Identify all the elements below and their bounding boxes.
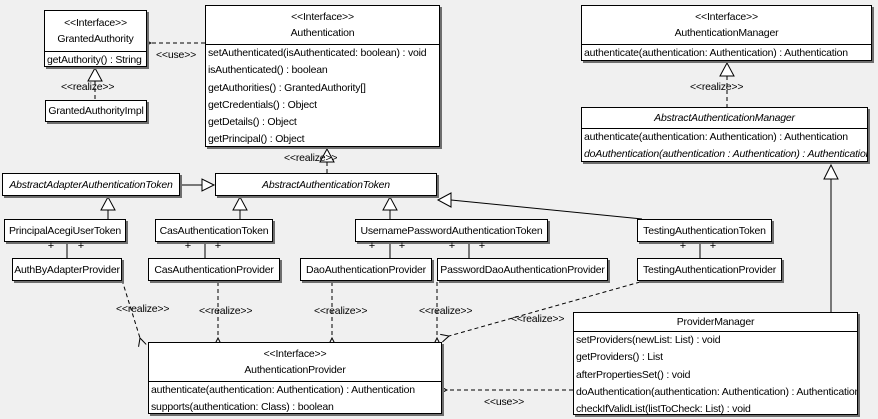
stereotype-label: <<Interface>> bbox=[695, 10, 758, 23]
realize-label: <<realize>> bbox=[314, 305, 368, 317]
class-name: PasswordDaoAuthenticationProvider bbox=[440, 263, 605, 276]
class-name: ProviderManager bbox=[676, 316, 755, 328]
association-end-marker: + bbox=[77, 240, 85, 252]
method-label: getAuthorities() : GrantedAuthority[] bbox=[208, 81, 366, 94]
class-name: TestingAuthenticationProvider bbox=[642, 263, 777, 276]
method-label: doAuthentication(authentication : Authen… bbox=[584, 148, 867, 161]
class-name: CasAuthenticationProvider bbox=[154, 263, 274, 276]
class-name: AbstractAuthenticationManager bbox=[654, 112, 795, 124]
association-end-marker: + bbox=[214, 240, 222, 252]
method-label: getProviders() : List bbox=[576, 351, 663, 364]
association-end-marker: + bbox=[398, 240, 406, 252]
use-label: <<use>> bbox=[484, 396, 525, 408]
class-auth-by-adapter-provider[interactable]: AuthByAdapterProvider bbox=[12, 258, 122, 281]
realize-label: <<realize>> bbox=[61, 81, 115, 93]
class-authentication-provider[interactable]: <<Interface>> AuthenticationProvider aut… bbox=[148, 342, 442, 414]
association-end-marker: + bbox=[478, 240, 486, 252]
method-label: afterPropertiesSet() : void bbox=[576, 368, 691, 381]
realize-label: <<realize>> bbox=[511, 313, 565, 325]
class-testing-authentication-token[interactable]: TestingAuthenticationToken bbox=[637, 219, 772, 242]
association-end-marker: + bbox=[709, 240, 717, 252]
realize-label: <<realize>> bbox=[419, 305, 473, 317]
class-abstract-adapter-authentication-token[interactable]: AbstractAdapterAuthenticationToken bbox=[2, 173, 180, 196]
realize-label: <<realize>> bbox=[284, 152, 338, 164]
class-provider-manager[interactable]: ProviderManager setProviders(newList: Li… bbox=[573, 312, 858, 415]
class-name: AuthByAdapterProvider bbox=[14, 263, 120, 276]
method-label: authenticate(authentication: Authenticat… bbox=[151, 384, 415, 396]
method-label: doAuthentication(authentication: Authent… bbox=[576, 385, 857, 398]
association-end-marker: + bbox=[368, 240, 376, 252]
realize-label: <<realize>> bbox=[116, 303, 170, 315]
stereotype-label: <<Interface>> bbox=[263, 347, 327, 360]
class-dao-authentication-provider[interactable]: DaoAuthenticationProvider bbox=[300, 258, 432, 281]
method-label: getDetails() : Object bbox=[208, 116, 297, 129]
association-lines bbox=[66, 242, 701, 258]
class-name: TestingAuthenticationToken bbox=[643, 224, 766, 237]
class-password-dao-authentication-provider[interactable]: PasswordDaoAuthenticationProvider bbox=[437, 258, 608, 281]
method-label: setAuthenticated(isAuthenticated: boolea… bbox=[208, 47, 427, 59]
method-label: supports(authentication: Class) : boolea… bbox=[151, 401, 334, 414]
association-end-marker: + bbox=[448, 240, 456, 252]
class-name: UsernamePasswordAuthenticationToken bbox=[360, 224, 543, 237]
stereotype-label: <<Interface>> bbox=[64, 16, 127, 29]
association-end-marker: + bbox=[184, 240, 192, 252]
class-name: AuthenticationProvider bbox=[244, 363, 346, 376]
class-name: AbstractAuthenticationToken bbox=[262, 178, 390, 191]
class-cas-authentication-provider[interactable]: CasAuthenticationProvider bbox=[148, 258, 280, 281]
class-name: CasAuthenticationToken bbox=[159, 224, 269, 237]
class-authentication[interactable]: <<Interface>> Authentication setAuthenti… bbox=[205, 5, 440, 147]
generalization-adapter-token-to-abstract-token bbox=[181, 178, 216, 192]
generalization-testing-token bbox=[436, 192, 643, 220]
class-authentication-manager[interactable]: <<Interface>> AuthenticationManager auth… bbox=[581, 5, 872, 61]
stereotype-label: <<Interface>> bbox=[291, 10, 354, 23]
class-principal-acegi-user-token[interactable]: PrincipalAcegiUserToken bbox=[4, 219, 126, 242]
class-name: Authentication bbox=[290, 26, 355, 39]
method-label: authenticate(authentication: Authenticat… bbox=[584, 131, 848, 143]
class-granted-authority[interactable]: <<Interface>> GrantedAuthority getAuthor… bbox=[44, 10, 147, 67]
class-abstract-authentication-manager[interactable]: AbstractAuthenticationManager authentica… bbox=[581, 107, 868, 162]
method-label: isAuthenticated() : boolean bbox=[208, 64, 328, 77]
use-label: <<use>> bbox=[156, 49, 197, 61]
association-end-marker: + bbox=[47, 240, 55, 252]
method-label: checkIfValidList(listToCheck: List) : vo… bbox=[576, 403, 751, 415]
class-granted-authority-impl[interactable]: GrantedAuthorityImpl bbox=[45, 100, 147, 122]
class-testing-authentication-provider[interactable]: TestingAuthenticationProvider bbox=[637, 258, 782, 281]
method-label: authenticate(authentication: Authenticat… bbox=[584, 47, 848, 59]
realize-label: <<realize>> bbox=[199, 305, 253, 317]
method-label: setProviders(newList: List) : void bbox=[576, 334, 721, 346]
class-username-password-authentication-token[interactable]: UsernamePasswordAuthenticationToken bbox=[355, 219, 548, 242]
method-label: getCredentials() : Object bbox=[208, 98, 317, 111]
method-label: getAuthority() : String bbox=[47, 54, 142, 66]
generalization-cas-token bbox=[232, 195, 248, 219]
class-name: AbstractAdapterAuthenticationToken bbox=[9, 178, 173, 191]
method-label: getPrincipal() : Object bbox=[208, 133, 305, 146]
class-name: GrantedAuthority bbox=[57, 32, 134, 45]
association-end-marker: + bbox=[679, 240, 687, 252]
class-name: PrincipalAcegiUserToken bbox=[8, 224, 122, 237]
realize-label: <<realize>> bbox=[690, 81, 744, 93]
class-name: GrantedAuthorityImpl bbox=[48, 105, 144, 117]
class-cas-authentication-token[interactable]: CasAuthenticationToken bbox=[155, 219, 273, 242]
class-name: AuthenticationManager bbox=[674, 26, 779, 39]
class-name: DaoAuthenticationProvider bbox=[306, 263, 426, 276]
class-abstract-authentication-token[interactable]: AbstractAuthenticationToken bbox=[215, 173, 437, 196]
generalization-provider-manager bbox=[823, 163, 839, 312]
generalization-principal-token bbox=[100, 195, 116, 219]
generalization-usernamepassword-token bbox=[382, 195, 398, 219]
